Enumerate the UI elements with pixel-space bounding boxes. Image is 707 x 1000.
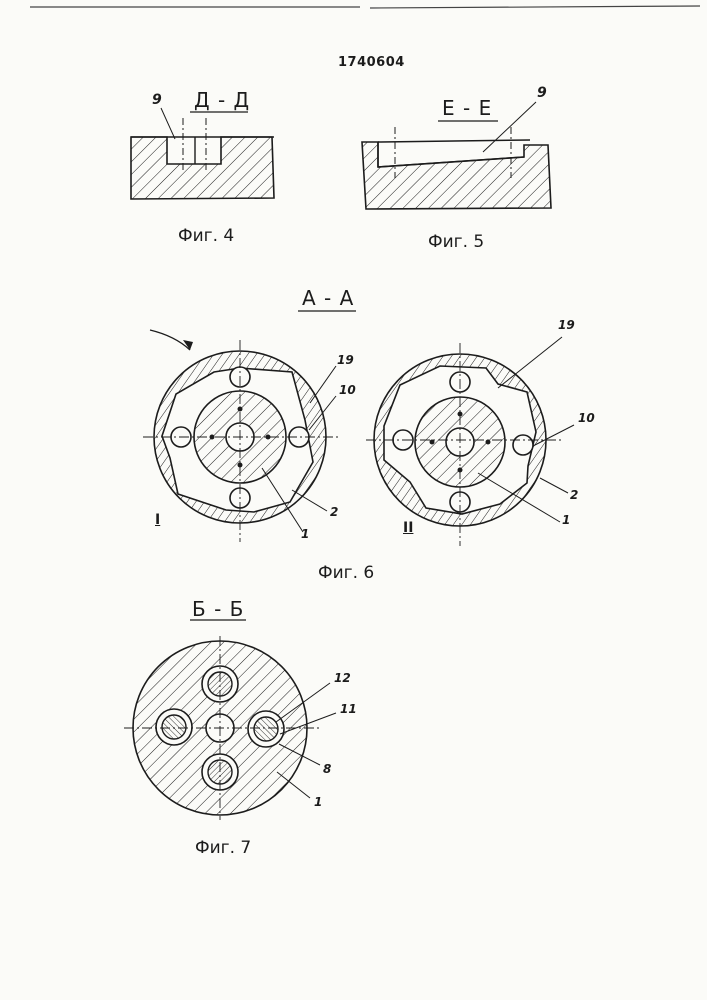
fig6-II-label-10: 10 bbox=[578, 411, 595, 425]
fig7-caption: Фиг. 7 bbox=[195, 838, 251, 858]
top-rule bbox=[30, 6, 700, 8]
fig4-label-9: 9 bbox=[152, 92, 162, 108]
fig6-I-label-19: 19 bbox=[337, 353, 354, 367]
fig6-II-label-1: 1 bbox=[562, 513, 570, 527]
fig6-II-label-19: 19 bbox=[558, 318, 575, 332]
fig6-roman-I: I bbox=[155, 512, 160, 528]
patent-number: 1740604 bbox=[338, 55, 405, 70]
fig5-caption: Фиг. 5 bbox=[428, 232, 484, 252]
fig6-view-I bbox=[143, 330, 340, 542]
fig6-section-title: А - А bbox=[302, 286, 354, 310]
fig7-label-8: 8 bbox=[323, 762, 331, 776]
fig6-view-II bbox=[366, 337, 574, 546]
fig7-section-drawing bbox=[124, 636, 336, 820]
fig4-section-drawing bbox=[131, 108, 274, 199]
fig6-I-label-1: 1 bbox=[301, 527, 309, 541]
fig6-roman-II: II bbox=[403, 520, 413, 536]
fig5-section-title: Е - Е bbox=[442, 96, 492, 120]
fig6-caption: Фиг. 6 bbox=[318, 563, 374, 583]
fig7-section-title: Б - Б bbox=[192, 597, 244, 621]
fig6-I-label-10: 10 bbox=[339, 383, 356, 397]
fig7-label-1: 1 bbox=[314, 795, 322, 809]
fig4-section-title: Д - Д bbox=[194, 88, 250, 112]
fig6-I-label-2: 2 bbox=[330, 505, 338, 519]
fig7-label-11: 11 bbox=[340, 702, 357, 716]
fig5-label-9: 9 bbox=[537, 85, 547, 101]
fig7-label-12: 12 bbox=[334, 671, 351, 685]
fig4-caption: Фиг. 4 bbox=[178, 226, 234, 246]
fig6-II-label-2: 2 bbox=[570, 488, 578, 502]
